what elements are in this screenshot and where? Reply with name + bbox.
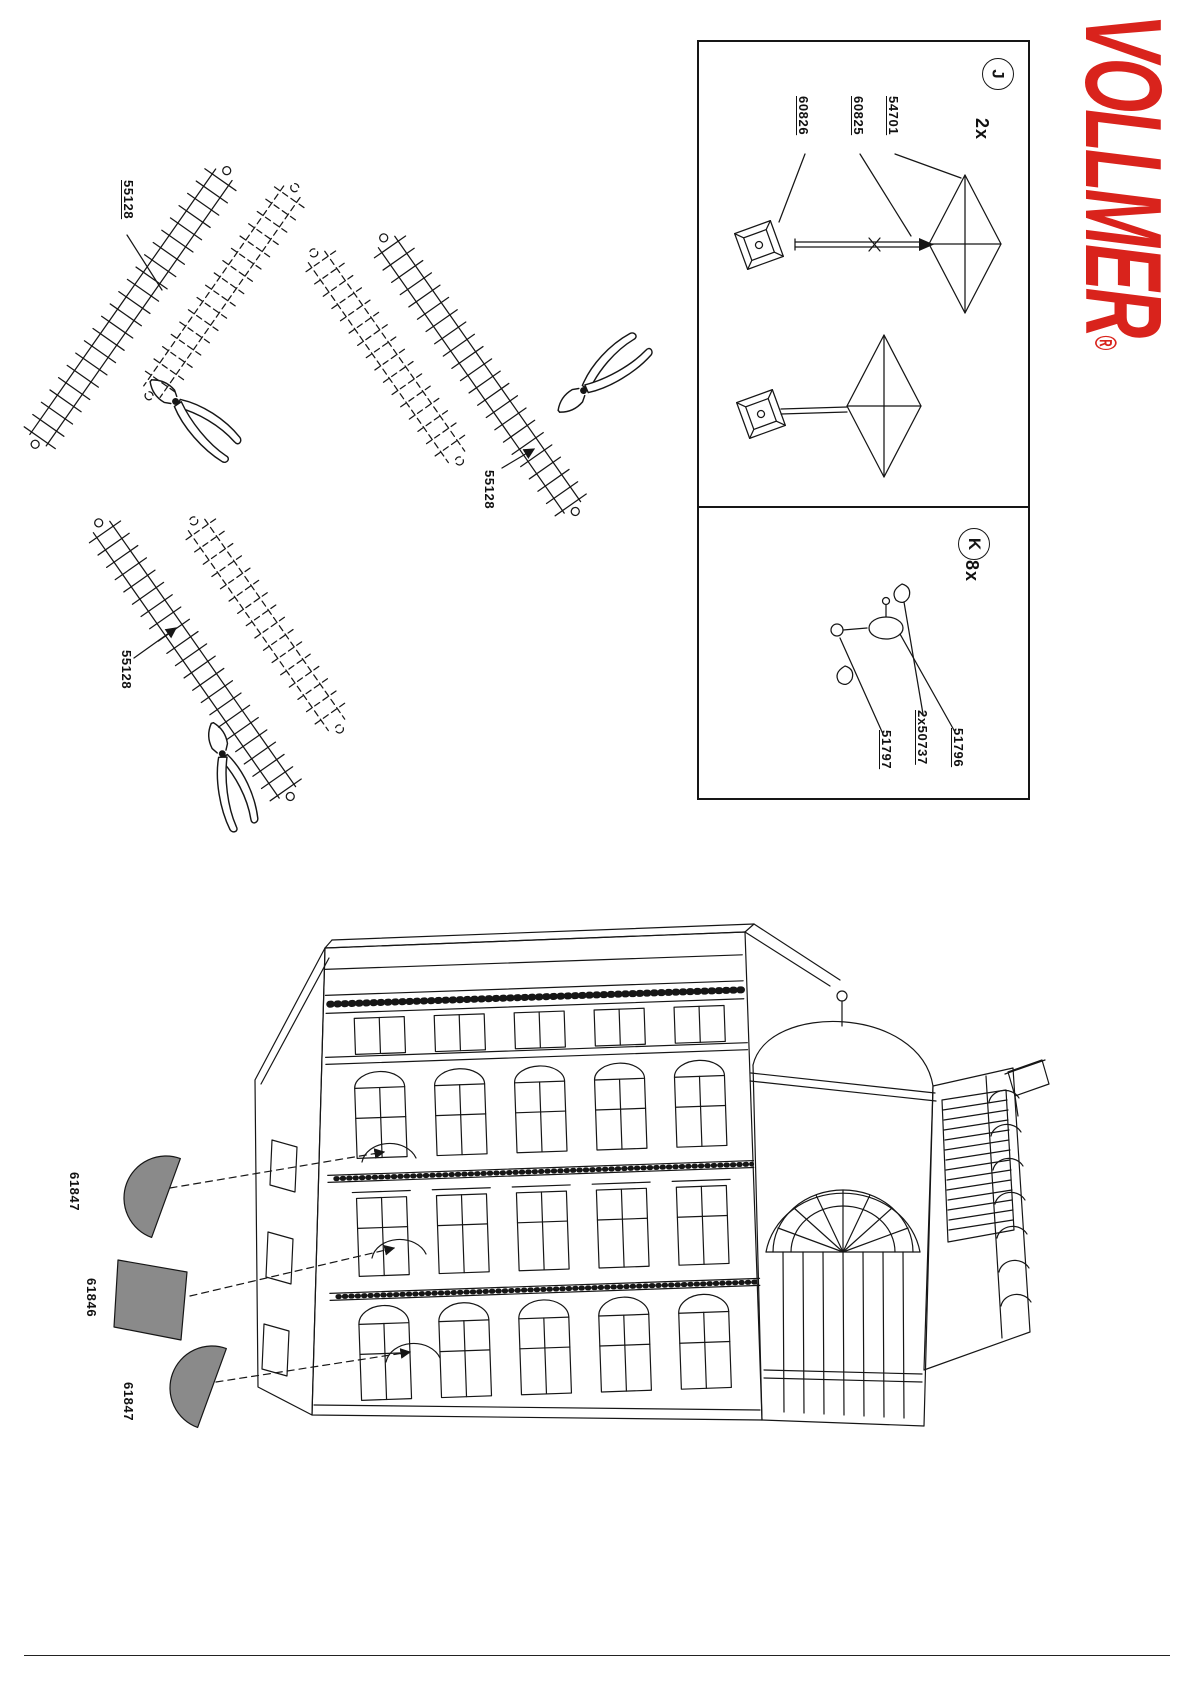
part-label-2x50737: 2x50737 xyxy=(915,710,930,765)
fence-cluster-bottom xyxy=(81,507,357,835)
bulb-part xyxy=(836,665,854,686)
part-label-51797: 51797 xyxy=(879,730,894,770)
awning-hood-mark xyxy=(371,1238,427,1259)
awning-hood-mark xyxy=(361,1142,417,1163)
step-k-drawing xyxy=(830,583,956,735)
building-rotunda xyxy=(749,990,937,1427)
pliers-drawing xyxy=(548,327,656,426)
part-label-55128-a: 55128 xyxy=(121,180,136,220)
label-arrow xyxy=(133,627,178,659)
logo-text: VOLLMER xyxy=(1062,14,1184,336)
balcony-balustrade xyxy=(335,1279,761,1300)
lamp-socket-part xyxy=(830,623,844,637)
parts-panel: J K xyxy=(697,40,1030,800)
fence-cluster-top-left xyxy=(20,156,313,466)
awning-shape-61847-bottom xyxy=(169,1345,227,1429)
step-k-badge: K xyxy=(958,528,990,560)
part-label-61846: 61846 xyxy=(84,1278,99,1318)
dome-finial xyxy=(836,990,848,1002)
footer-rule xyxy=(24,1655,1170,1656)
building-roof xyxy=(324,923,841,987)
part-label-55128-c: 55128 xyxy=(119,650,134,690)
quantity-j: 2x xyxy=(972,118,992,141)
placement-leader xyxy=(215,1348,412,1383)
placement-leader xyxy=(189,1244,396,1297)
bulb-part xyxy=(893,583,911,604)
step-j-drawing xyxy=(734,153,1002,314)
registered-mark: ® xyxy=(1087,335,1122,350)
part-label-51796: 51796 xyxy=(951,728,966,768)
label-leader-line xyxy=(126,234,163,291)
part-label-55128-b: 55128 xyxy=(482,470,497,510)
balcony-balustrade xyxy=(333,1161,755,1182)
assembly-arrow xyxy=(919,238,934,251)
part-label-60826: 60826 xyxy=(796,96,811,136)
chimney xyxy=(1007,1059,1050,1097)
awning-shape-61846 xyxy=(113,1259,188,1341)
eaves-arcade xyxy=(985,1075,1003,1339)
step-k-letter: K xyxy=(965,537,984,551)
quantity-k: 8x xyxy=(962,560,982,583)
part-label-61847-bottom: 61847 xyxy=(121,1382,136,1422)
building-drawing xyxy=(113,923,1050,1429)
part-label-60825: 60825 xyxy=(851,96,866,136)
lamp-cup-part xyxy=(868,616,904,640)
fence-cluster-top-right xyxy=(296,224,656,526)
step-j-letter: J xyxy=(989,69,1008,79)
part-label-61847-top: 61847 xyxy=(67,1172,82,1212)
fence-sprues-drawing xyxy=(20,150,656,835)
part-label-54701: 54701 xyxy=(886,96,901,136)
building-right-wing xyxy=(923,1059,1050,1371)
step-j-badge: J xyxy=(982,58,1014,90)
parts-panel-drawing xyxy=(699,153,1028,735)
pliers-drawing xyxy=(195,717,263,835)
roof-balustrade xyxy=(326,986,745,1008)
step-j-assembled-drawing xyxy=(736,334,922,478)
lamp-bracket-part xyxy=(734,220,784,270)
label-arrow xyxy=(501,448,536,469)
awning-shape-61847-top xyxy=(123,1155,181,1239)
awning-parts xyxy=(113,1148,412,1429)
vollmer-logo: VOLLMER® xyxy=(1046,14,1184,350)
building-facade xyxy=(311,931,763,1421)
placement-leader xyxy=(169,1148,386,1189)
pliers-drawing xyxy=(139,367,247,466)
